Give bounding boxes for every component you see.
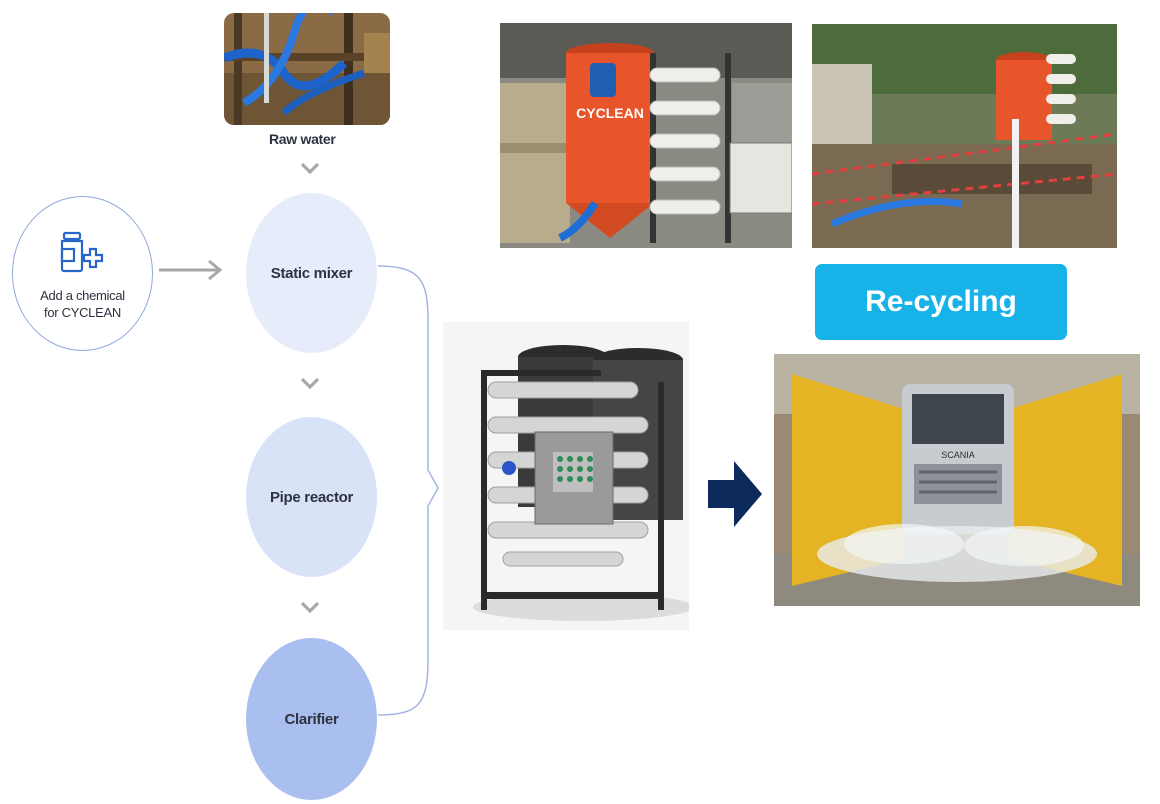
chemical-bottle-plus-icon bbox=[60, 231, 104, 273]
chemical-label-line1: Add a chemical bbox=[40, 288, 125, 303]
right-arrow-icon bbox=[159, 259, 223, 281]
recycling-label: Re-cycling bbox=[815, 264, 1067, 340]
chevron-down-icon bbox=[300, 377, 320, 390]
clarifier-label: Clarifier bbox=[284, 710, 339, 728]
bracket-connector bbox=[377, 265, 439, 716]
chemical-label-line2: for CYCLEAN bbox=[44, 305, 121, 320]
static-mixer-node: Static mixer bbox=[246, 193, 377, 353]
raw-water-photo bbox=[224, 13, 390, 125]
clarifier-node: Clarifier bbox=[246, 638, 377, 800]
cyclean-tank-text: CYCLEAN bbox=[576, 105, 644, 121]
add-chemical-node: Add a chemical for CYCLEAN bbox=[12, 196, 153, 351]
pipe-reactor-node: Pipe reactor bbox=[246, 417, 377, 577]
static-mixer-label: Static mixer bbox=[270, 264, 353, 282]
chevron-down-icon bbox=[300, 601, 320, 614]
cyclean-tank-photo: CYCLEAN bbox=[500, 23, 792, 248]
forward-arrow-icon bbox=[708, 461, 762, 527]
truck-badge-text: SCANIA bbox=[941, 450, 975, 460]
truck-wash-photo: SCANIA bbox=[774, 354, 1140, 606]
treatment-site-photo bbox=[812, 24, 1117, 248]
pipe-reactor-label: Pipe reactor bbox=[269, 488, 354, 506]
chevron-down-icon bbox=[300, 162, 320, 175]
raw-water-label: Raw water bbox=[269, 131, 336, 147]
cyclean-equipment-render bbox=[443, 322, 689, 630]
